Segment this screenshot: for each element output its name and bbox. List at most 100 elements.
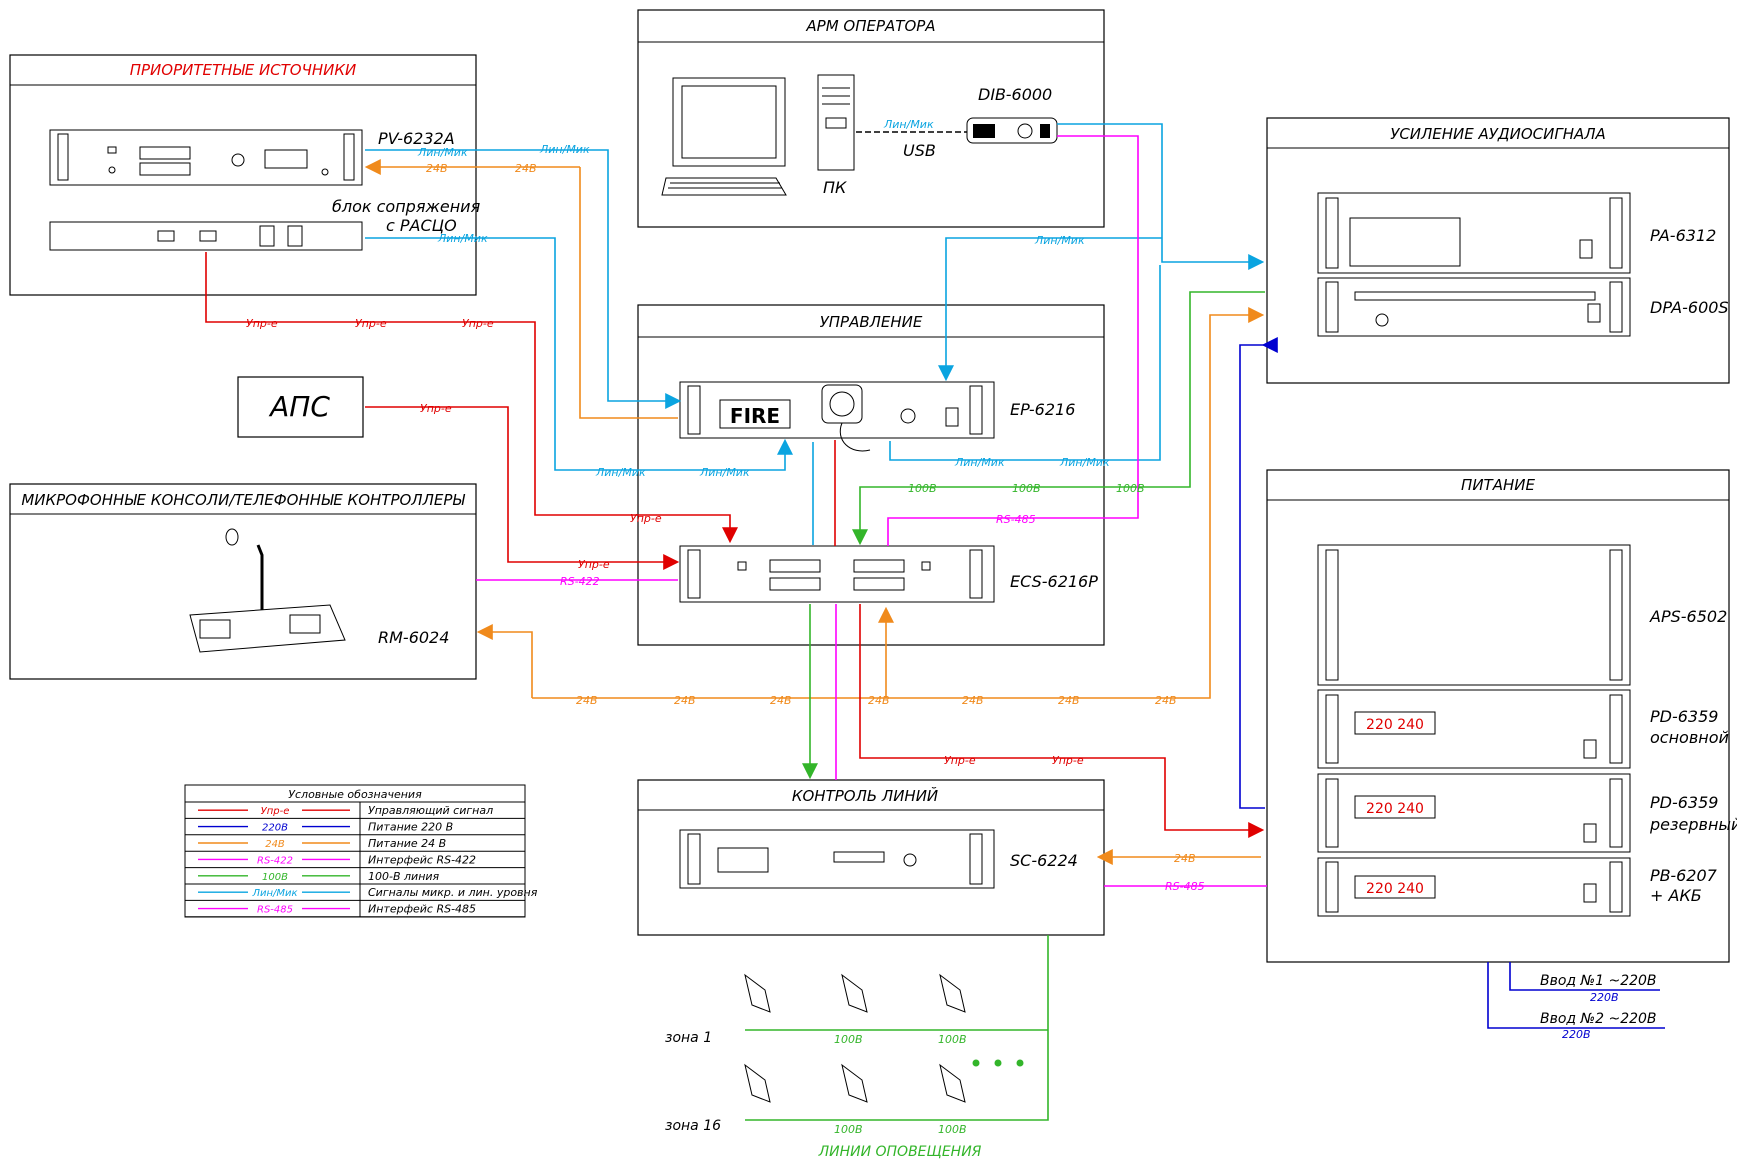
block-lines-title: КОНТРОЛЬ ЛИНИЙ bbox=[792, 786, 938, 805]
wire-speaker-line-16 bbox=[745, 935, 1049, 1121]
pa-6312-device bbox=[1317, 192, 1631, 274]
pc-tower-icon bbox=[817, 74, 855, 171]
wire-ep-amp-linmic bbox=[889, 265, 1161, 461]
block-control: УПРАВЛЕНИЕ bbox=[637, 304, 1105, 646]
wire-ecs-power-control bbox=[859, 604, 1265, 838]
label-220v-in1: 220В bbox=[1590, 991, 1619, 1004]
rm-label: RM-6024 bbox=[378, 628, 449, 647]
pb-6207-device: 220 240 bbox=[1317, 857, 1631, 917]
label-100v-3: 100В bbox=[1116, 482, 1145, 495]
label-linmic-3: Лин/Мик bbox=[437, 232, 488, 245]
label-24v-10: 24В bbox=[1174, 852, 1196, 865]
usb-label: USB bbox=[903, 141, 936, 160]
sc-label: SC-6224 bbox=[1010, 851, 1078, 870]
label-linmic-8: Лин/Мик bbox=[954, 456, 1005, 469]
label-linmic-6: Лин/Мик bbox=[883, 118, 934, 131]
legend-description: Питание 220 В bbox=[368, 821, 453, 834]
legend-description: Управляющий сигнал bbox=[368, 804, 493, 817]
block-power: ПИТАНИЕ bbox=[1266, 469, 1730, 963]
pd-6359-main-device: 220 240 bbox=[1317, 689, 1631, 769]
legend-sample-label: RS-485 bbox=[257, 905, 293, 916]
legend-title: Условные обозначения bbox=[288, 788, 422, 801]
pd2-display: 220 240 bbox=[1366, 801, 1424, 817]
label-upr-5: Упр-е bbox=[630, 512, 662, 525]
label-upr-7: Упр-е bbox=[944, 754, 976, 767]
wire-dib-ecs-rs485 bbox=[887, 135, 1139, 546]
pv-6232a-device bbox=[49, 129, 363, 186]
wire-interface-ecs-control bbox=[205, 252, 738, 544]
label-linmic-1: Лин/Мик bbox=[417, 146, 468, 159]
label-100v-2: 100В bbox=[1012, 482, 1041, 495]
pb-display: 220 240 bbox=[1366, 881, 1424, 897]
interface-label-2: с РАСЦО bbox=[386, 216, 457, 235]
block-arm: АРМ ОПЕРАТОРА bbox=[637, 9, 1105, 228]
legend-description: Сигналы микр. и лин. уровня bbox=[368, 886, 538, 899]
pb-label: PB-6207 bbox=[1650, 866, 1718, 885]
label-24v-7: 24В bbox=[962, 694, 984, 707]
wire-ep-pv-24v bbox=[579, 167, 678, 419]
label-rs485-2: RS-485 bbox=[1165, 880, 1205, 893]
more-zones-dots bbox=[972, 1059, 1024, 1067]
legend-sample-label: RS-422 bbox=[257, 855, 293, 866]
label-rs422: RS-422 bbox=[560, 575, 600, 588]
block-amp-title: УСИЛЕНИЕ АУДИОСИГНАЛА bbox=[1390, 125, 1606, 143]
speaker-zone-16 bbox=[744, 1063, 966, 1103]
label-24v-1: 24В bbox=[426, 162, 448, 175]
wire-aps-ecs-control bbox=[365, 406, 680, 570]
label-linmic-5: Лин/Мик bbox=[699, 466, 750, 479]
wire-interface-ep-linmic bbox=[365, 237, 793, 471]
zone-100v-3: 100В bbox=[834, 1123, 863, 1136]
block-priority: ПРИОРИТЕТНЫЕ ИСТОЧНИКИ bbox=[9, 54, 477, 296]
block-mics-title: МИКРОФОННЫЕ КОНСОЛИ/ТЕЛЕФОННЫЕ КОНТРОЛЛЕ… bbox=[21, 491, 465, 509]
legend-description: Интерфейс RS-485 bbox=[368, 903, 476, 916]
zone-16-label: зона 16 bbox=[665, 1118, 721, 1134]
zone-100v-1: 100В bbox=[834, 1033, 863, 1046]
sc-6224-device bbox=[679, 829, 995, 889]
aps-6502-device bbox=[1317, 544, 1631, 686]
block-aps-title: АПС bbox=[268, 390, 330, 423]
label-upr-3: Упр-е bbox=[462, 317, 494, 330]
label-linmic-7: Лин/Мик bbox=[1034, 234, 1085, 247]
label-upr-8: Упр-е bbox=[1052, 754, 1084, 767]
pb-sublabel: + АКБ bbox=[1650, 886, 1702, 905]
legend-description: 100-В линия bbox=[368, 870, 440, 883]
interface-label-1: блок сопряжения bbox=[332, 197, 481, 216]
legend-description: Интерфейс RS-422 bbox=[368, 853, 476, 866]
label-24v-2: 24В bbox=[515, 162, 537, 175]
block-aps: АПС bbox=[237, 376, 364, 438]
ecs-label: ECS-6216P bbox=[1010, 572, 1098, 591]
input-1-label: Ввод №1 ~220В bbox=[1540, 973, 1657, 989]
dpa-label: DPA-600S bbox=[1650, 298, 1729, 317]
legend-sample-label: Лин/Мик bbox=[251, 888, 297, 899]
label-24v-4: 24В bbox=[674, 694, 696, 707]
block-control-title: УПРАВЛЕНИЕ bbox=[820, 313, 923, 331]
ep-6216-device: FIRE bbox=[679, 381, 995, 452]
label-24v-6: 24В bbox=[868, 694, 890, 707]
label-24v-5: 24В bbox=[770, 694, 792, 707]
label-rs485-1: RS-485 bbox=[996, 513, 1036, 526]
ecs-6216p-device bbox=[679, 545, 995, 603]
pd-6359-reserve-device: 220 240 bbox=[1317, 773, 1631, 853]
interface-unit-device bbox=[49, 221, 363, 251]
zone-1-label: зона 1 bbox=[665, 1030, 712, 1046]
input-2-label: Ввод №2 ~220В bbox=[1540, 1011, 1657, 1027]
wire-dib-ep-linmic bbox=[938, 237, 1162, 382]
pc-monitor-icon bbox=[661, 77, 787, 196]
legend-description: Питание 24 В bbox=[368, 837, 446, 850]
wire-pv-ep-linmic bbox=[365, 149, 682, 409]
label-100v-1: 100В bbox=[908, 482, 937, 495]
label-220v-in2: 220В bbox=[1562, 1028, 1591, 1041]
pc-label: ПК bbox=[823, 178, 847, 197]
label-linmic-9: Лин/Мик bbox=[1059, 456, 1110, 469]
wire-24v-bus bbox=[532, 307, 1265, 699]
block-arm-title: АРМ ОПЕРАТОРА bbox=[805, 17, 935, 35]
legend-sample-label: Упр-е bbox=[261, 806, 290, 817]
label-linmic-4: Лин/Мик bbox=[595, 466, 646, 479]
pv-label: PV-6232A bbox=[378, 129, 455, 148]
label-upr-1: Упр-е bbox=[246, 317, 278, 330]
wire-dib-amp-linmic bbox=[1057, 123, 1265, 270]
pd1-sublabel: основной bbox=[1650, 728, 1729, 747]
dib-6000-device bbox=[966, 117, 1058, 144]
pd1-display: 220 240 bbox=[1366, 717, 1424, 733]
